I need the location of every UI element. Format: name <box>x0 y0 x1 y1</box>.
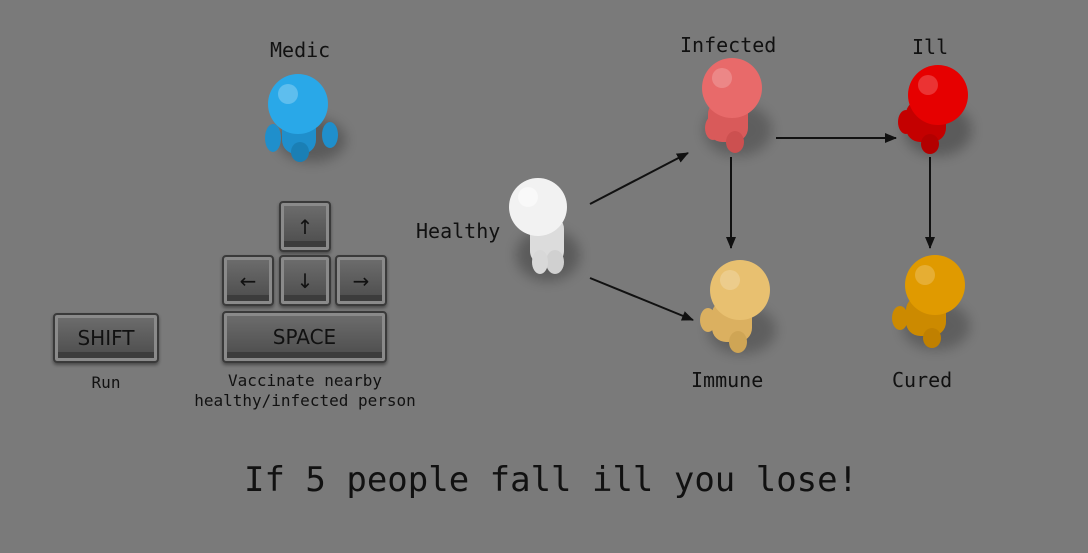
immune-label: Immune <box>691 368 764 392</box>
arrow-left-key: ← <box>222 255 274 306</box>
infected-label: Infected <box>680 33 777 57</box>
arrow-down-key: ↓ <box>279 255 331 306</box>
immune-character <box>700 260 776 354</box>
medic-character <box>265 74 346 162</box>
arrow-right-icon: → <box>352 268 370 293</box>
arrow-healthy-to-immune <box>589 277 694 321</box>
ill-label: Ill <box>912 35 949 59</box>
arrow-left-icon: ← <box>239 268 257 293</box>
space-key-description: Vaccinate nearby healthy/infected person <box>180 371 430 411</box>
space-key: SPACE <box>222 311 387 363</box>
space-key-label: SPACE <box>272 325 337 349</box>
arrow-right-key: → <box>335 255 387 306</box>
lose-condition-message: If 5 people fall ill you lose! <box>244 460 859 500</box>
space-desc-line1: Vaccinate nearby <box>227 371 383 390</box>
shift-key: SHIFT <box>53 313 159 363</box>
healthy-label: Healthy <box>416 219 501 243</box>
medic-label: Medic <box>270 38 331 62</box>
infected-character <box>702 58 772 156</box>
cured-character <box>892 255 970 350</box>
arrow-down-icon: ↓ <box>296 268 314 293</box>
ill-character <box>898 65 972 156</box>
arrow-up-icon: ↑ <box>296 214 314 239</box>
arrow-up-key: ↑ <box>279 201 331 252</box>
shift-key-description: Run <box>91 373 121 392</box>
shift-key-label: SHIFT <box>77 326 135 350</box>
arrow-healthy-to-infected <box>589 152 689 205</box>
healthy-character <box>509 178 580 281</box>
cured-label: Cured <box>892 368 953 392</box>
space-desc-line2: healthy/infected person <box>194 391 416 410</box>
